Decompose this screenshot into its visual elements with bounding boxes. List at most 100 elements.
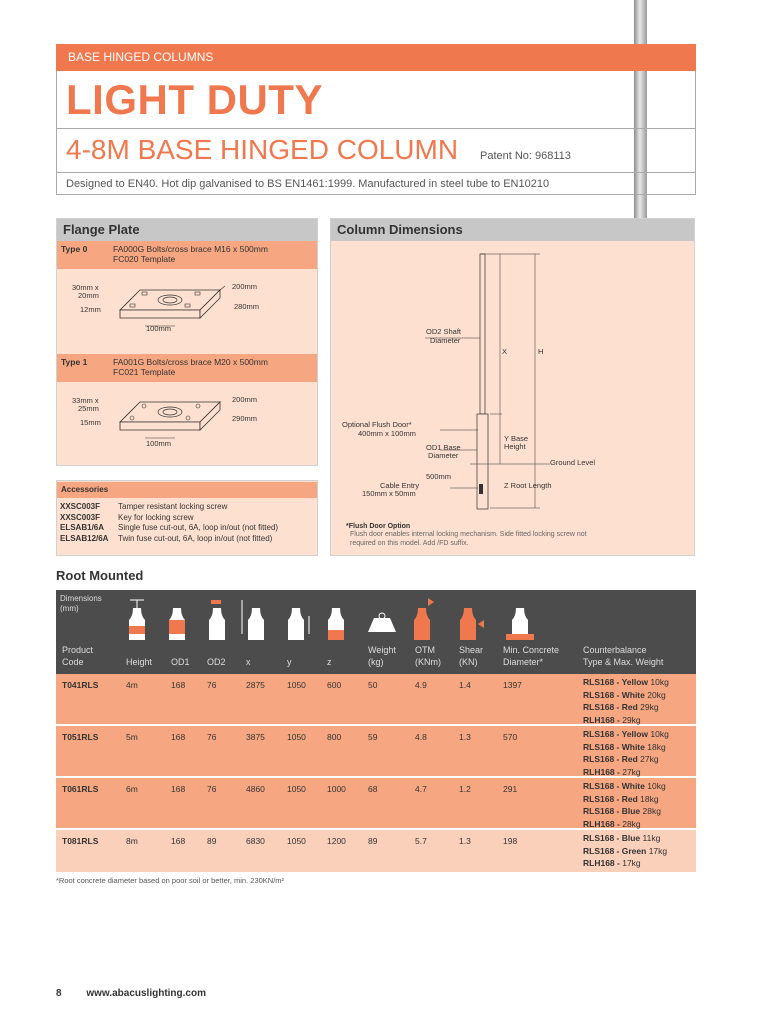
column-dimensions-title: Column Dimensions [331,219,694,241]
cell-otm: 4.9 [415,680,427,690]
cell-od2: 89 [207,836,217,846]
od2-label: OD2 Shaft [426,327,462,336]
col-header: x [246,657,251,667]
cell-code: T061RLS [62,784,99,794]
cell-height: 6m [126,784,138,794]
cell-od2: 76 [207,732,217,742]
col-header: Min. Concrete [503,645,560,655]
cell-z: 1200 [327,836,346,846]
cell-od1: 168 [171,836,186,846]
dim-label: 25mm [78,404,99,413]
counterbalance-item: RLS168 - White 20kg [583,689,666,700]
cell-code: T041RLS [62,680,99,690]
counterbalance-item: RLS168 - Red 29kg [583,702,659,712]
cell-x: 4860 [246,784,265,794]
col-header: Code [62,657,84,667]
od2-label: Diameter [430,336,461,345]
cell-code: T051RLS [62,732,99,742]
flange-plate-drawing-1 [119,401,221,439]
col-header: y [287,657,292,667]
product-subtitle: 4-8M BASE HINGED COLUMN [66,134,459,165]
cell-x: 2875 [246,680,265,690]
dim-label: 200mm [232,282,258,291]
dim-label: 290mm [232,414,258,423]
counterbalance-item: RLH168 - 17kg [583,858,641,868]
dims-label: Dimensions (mm) [60,594,102,613]
cell-shear: 1.3 [459,732,471,742]
od1-label: Diameter [428,451,459,460]
cell-shear: 1.4 [459,680,471,690]
cable-label: Cable Entry [380,481,420,490]
dim-label: 15mm [80,418,101,427]
cable-label: 150mm x 50mm [362,489,416,498]
column-icons [129,598,534,640]
cell-weight: 89 [368,836,378,846]
dim-label: 100mm [146,439,172,448]
cell-y: 1050 [287,732,306,742]
ground-label: Ground Level [550,458,596,467]
type-line: FC020 Template [113,254,176,264]
counterbalance-item: RLS168 - Green 17kg [583,845,668,856]
col-header: (KNm) [415,657,441,667]
h-label: H [538,347,544,356]
door-label: 400mm x 100mm [358,429,416,438]
mm500-label: 500mm [426,472,452,481]
category-label: BASE HINGED COLUMNS [68,50,214,64]
divider [56,172,696,173]
cell-z: 800 [327,732,342,742]
dim-label: 33mm x [72,396,99,405]
counterbalance-item: RLH168 - 29kg [583,714,641,725]
col-header: Diameter* [503,657,544,667]
cell-od1: 168 [171,732,186,742]
flange-plate-title: Flange Plate [57,219,317,241]
col-header: Weight [368,645,396,655]
page-footer: 8 www.abacuslighting.com [56,988,228,999]
cell-z: 1000 [327,784,346,794]
counterbalance-item: RLH168 - 27kg [583,766,641,777]
counterbalance-item: RLS168 - Blue 28kg [583,806,661,816]
counterbalance-item: RLS168 - White 10kg [583,781,666,791]
column-dimensions-panel: Column Dimensions [330,218,695,556]
header-box [56,71,696,195]
website-link[interactable]: www.abacuslighting.com [86,988,206,999]
od1-label: OD1 Base [426,443,461,452]
col-header: Type & Max. Weight [583,657,664,667]
footnote: *Root concrete diameter based on poor so… [56,876,285,885]
cell-od1: 168 [171,784,186,794]
cell-height: 4m [126,680,138,690]
counterbalance-item: RLS168 - Yellow 10kg [583,729,669,739]
page-number: 8 [56,988,62,999]
cell-height: 5m [126,732,138,742]
col-header: Product [62,645,94,655]
flange-plate-drawing-0 [119,285,226,327]
col-header: OD1 [171,657,190,667]
zroot-label: Z Root Length [504,481,552,490]
counterbalance-item: RLS168 - White 18kg [583,741,666,752]
patent-number: Patent No: 968113 [480,150,571,162]
cell-od1: 168 [171,680,186,690]
page-title: LIGHT DUTY [66,76,323,123]
cell-shear: 1.2 [459,784,471,794]
cell-otm: 5.7 [415,836,427,846]
cell-otm: 4.7 [415,784,427,794]
cell-y: 1050 [287,836,306,846]
type-line: FC021 Template [113,367,176,377]
cell-height: 8m [126,836,138,846]
cell-conc: 570 [503,732,518,742]
cell-code: T081RLS [62,836,99,846]
dim-label: 30mm x [72,283,99,292]
dim-label: 12mm [80,305,101,314]
dim-label: 200mm [232,395,258,404]
cell-conc: 198 [503,836,518,846]
cell-y: 1050 [287,784,306,794]
cell-x: 6830 [246,836,265,846]
